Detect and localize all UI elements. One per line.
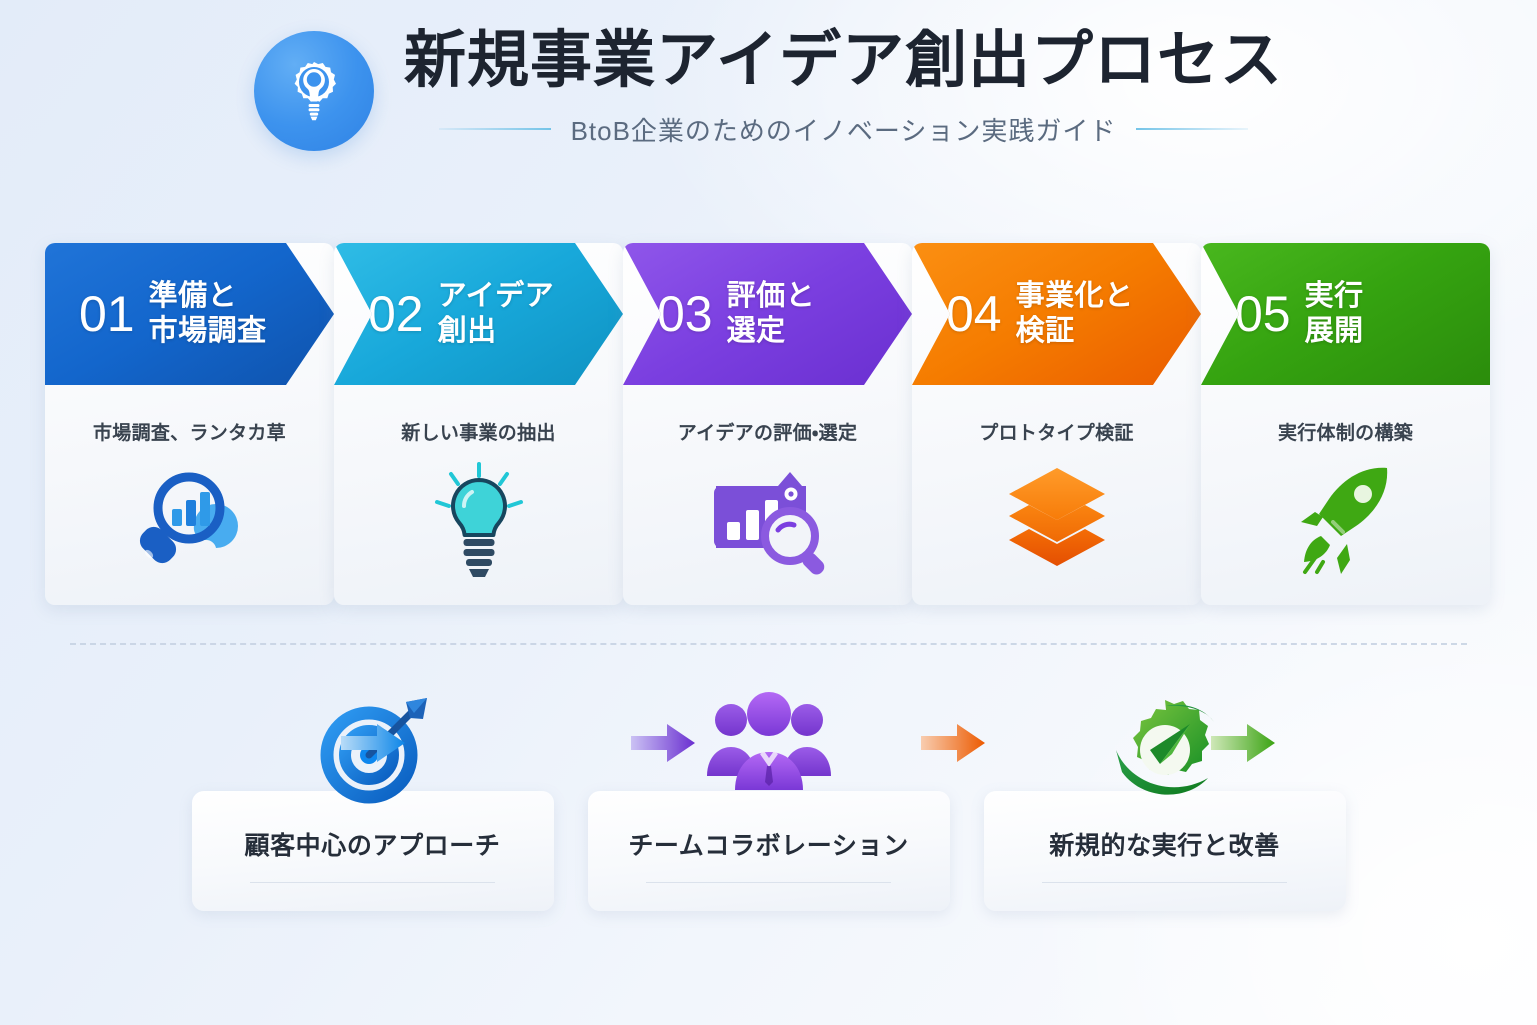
feature-item-2[interactable]: チームコラボレーション	[587, 686, 950, 911]
process-steps: 01 準備と 市場調査 市場調査、ランタカ草	[45, 243, 1492, 762]
gear-compass-icon	[1100, 686, 1230, 816]
header-row: 新規事業アイデア創出プロセス BtoB企業のためのイノベーション実践ガイド	[0, 26, 1537, 154]
step-description-05: 実行体制の構築	[1277, 423, 1414, 444]
step-card-04[interactable]: 04 事業化と 検証 プロトタイプ検証	[912, 243, 1201, 605]
step-card-01[interactable]: 01 準備と 市場調査 市場調査、ランタカ草	[45, 243, 334, 605]
step-header-05: 05 実行 展開	[1201, 243, 1490, 385]
step-description-04: プロトタイプ検証	[979, 423, 1134, 444]
step-title-01: 準備と 市場調査	[149, 279, 267, 350]
step-number-02: 02	[368, 286, 424, 342]
feature-item-1[interactable]: 顧客中心のアプローチ	[191, 686, 554, 911]
page-title: 新規事業アイデア創出プロセス	[404, 26, 1283, 95]
section-divider	[70, 643, 1467, 645]
rocket-icon	[1201, 461, 1490, 579]
step-number-01: 01	[79, 286, 135, 342]
step-number-03: 03	[657, 286, 713, 342]
lightbulb-gear-icon	[254, 30, 375, 151]
feature-underline-2	[646, 881, 891, 883]
title-block: 新規事業アイデア創出プロセス BtoB企業のためのイノベーション実践ガイド	[404, 26, 1283, 154]
step-title-line1: 準備と	[148, 279, 238, 312]
feature-card-2: チームコラボレーション	[587, 791, 950, 911]
team-people-icon	[704, 686, 834, 816]
target-dart-icon	[308, 686, 438, 816]
step-title-line1: アイデア	[437, 279, 555, 312]
feature-list: 顧客中心のアプローチ	[0, 686, 1537, 911]
step-title-line2: 市場調査	[148, 315, 267, 347]
feature-card-1: 顧客中心のアプローチ	[191, 791, 554, 911]
step-title-line1: 評価と	[726, 279, 816, 312]
step-title-03: 評価と 選定	[727, 279, 816, 350]
chart-document-magnifier-icon	[623, 461, 912, 579]
step-title-line2: 検証	[1015, 315, 1075, 347]
step-title-05: 実行 展開	[1305, 279, 1364, 350]
step-header-02: 02 アイデア 創出	[334, 243, 623, 385]
lightbulb-icon	[334, 461, 623, 579]
subtitle-rule-right	[1136, 128, 1249, 131]
step-card-05[interactable]: 05 実行 展開 実行体制の構築	[1201, 243, 1490, 605]
feature-label-2: チームコラボレーション	[628, 831, 909, 860]
step-header-04: 04 事業化と 検証	[912, 243, 1201, 385]
feature-label-3: 新規的な実行と改善	[1049, 831, 1280, 860]
step-title-line2: 創出	[437, 315, 497, 347]
subtitle-rule-left	[438, 128, 551, 131]
step-card-03[interactable]: 03 評価と 選定 アイデアの評価・選定	[623, 243, 912, 605]
step-header-01: 01 準備と 市場調査	[45, 243, 334, 385]
stacked-layers-icon	[912, 461, 1201, 579]
step-description-03: アイデアの評価・選定	[677, 423, 858, 444]
step-title-04: 事業化と 検証	[1016, 279, 1134, 350]
step-header-03: 03 評価と 選定	[623, 243, 912, 385]
step-title-line2: 展開	[1304, 315, 1364, 347]
feature-label-1: 顧客中心のアプローチ	[244, 831, 501, 860]
subtitle-row: BtoB企業のためのイノベーション実践ガイド	[404, 111, 1283, 148]
feature-card-3: 新規的な実行と改善	[983, 791, 1346, 911]
feature-item-3[interactable]: 新規的な実行と改善	[983, 686, 1346, 911]
step-title-line2: 選定	[726, 315, 786, 347]
step-card-02[interactable]: 02 アイデア 創出 新しい事業の抽出	[334, 243, 623, 605]
step-number-05: 05	[1235, 286, 1291, 342]
header: 新規事業アイデア創出プロセス BtoB企業のためのイノベーション実践ガイド	[0, 26, 1537, 188]
step-description-01: 市場調査、ランタカ草	[92, 423, 286, 444]
step-title-line1: 事業化と	[1015, 279, 1134, 312]
step-number-04: 04	[946, 286, 1002, 342]
step-title-02: アイデア 創出	[438, 279, 555, 350]
feature-underline-1	[250, 881, 495, 883]
step-description-02: 新しい事業の抽出	[401, 423, 556, 444]
feature-underline-3	[1042, 881, 1287, 883]
step-title-line1: 実行	[1304, 279, 1364, 312]
page-subtitle: BtoB企業のためのイノベーション実践ガイド	[570, 115, 1117, 146]
magnifier-barchart-icon	[45, 461, 334, 579]
